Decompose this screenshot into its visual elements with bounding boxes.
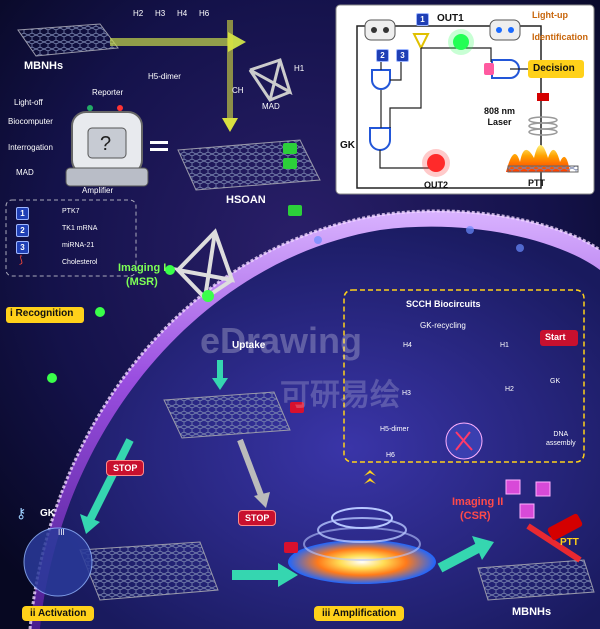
decision-label: Decision	[533, 63, 575, 74]
h1-main-label: H1	[500, 342, 509, 349]
cell-interior	[40, 226, 600, 629]
gk-recycling-label: GK-recycling	[420, 321, 466, 330]
robot-small-lit-icon	[489, 19, 521, 41]
out1-label: OUT1	[437, 13, 464, 24]
gk-label: GK	[340, 140, 355, 151]
middle-sheet	[163, 391, 291, 439]
h5-dimer-label: H5-dimer	[148, 72, 181, 81]
chevrons-icon	[364, 470, 376, 484]
hairpin-label-h4: H4	[177, 9, 188, 18]
legend-label-4: Cholesterol	[62, 259, 98, 266]
out1-bulb	[453, 34, 469, 50]
h4-label: H4	[403, 342, 412, 349]
dna-assembly-label: DNA assembly	[546, 431, 576, 447]
biocomputer-robot-icon: ?	[65, 105, 149, 187]
imaging1-label: Imaging I	[118, 262, 167, 274]
reporter-label: Reporter	[92, 88, 124, 97]
scch-box	[343, 289, 585, 463]
mad-small-label: MAD	[262, 102, 280, 111]
padlock-red-icon	[284, 402, 304, 553]
light-off-label: Light-off	[14, 98, 43, 107]
hairpin-label-h6: H6	[199, 9, 210, 18]
ptt-logic-label: PTT	[528, 178, 545, 188]
watermark-text: eDrawing	[200, 320, 363, 361]
gk-sphere	[23, 527, 93, 597]
legend-label-1: PTK7	[62, 208, 80, 215]
legend-badge-2: 2	[16, 224, 29, 237]
legend-box	[5, 199, 137, 277]
stop-badge-left: STOP	[106, 460, 145, 476]
interrogation-label: Interrogation	[8, 143, 53, 152]
amplification-pill: iii Amplification	[314, 606, 405, 621]
mbnhs-final-label: MBNHs	[512, 606, 552, 618]
msr-label: (MSR)	[126, 276, 158, 288]
fire-icon	[506, 145, 570, 172]
legend-badge-1: 1	[16, 207, 29, 220]
tetrahedron-icon	[248, 58, 293, 102]
input-badge-3: 3	[396, 49, 409, 62]
hairpin-label-h3: H3	[155, 9, 166, 18]
bottom-sheet	[79, 541, 219, 601]
imaging2-label: Imaging II	[452, 496, 504, 508]
h1-label: H1	[294, 64, 305, 73]
gk-small-label: GK	[550, 378, 561, 385]
ptt-main-label: PTT	[560, 537, 579, 548]
activation-pill: ii Activation	[22, 606, 95, 621]
stop-badge-right: STOP	[238, 510, 277, 526]
and-gate-1	[371, 69, 391, 90]
h5-dimer-main-label: H5-dimer	[380, 426, 409, 433]
svg-text:?: ?	[100, 133, 111, 155]
light-up-label: Light-up	[532, 10, 568, 20]
padlock-green-icon	[283, 143, 302, 216]
out2-bulb	[427, 154, 445, 172]
legend-label-2: TK1 mRNA	[62, 225, 98, 232]
hsoan-label: HSOAN	[226, 194, 266, 206]
h3-label: H3	[402, 390, 411, 397]
legend-badge-3: 3	[16, 241, 29, 254]
h2-label: H2	[505, 386, 514, 393]
laser-label: 808 nm Laser	[484, 106, 516, 127]
biocomputer-label: Biocomputer	[8, 117, 53, 126]
watermark-sub: 可研易绘	[280, 379, 400, 412]
mbnhs-label: MBNHs	[24, 60, 64, 72]
gk-key-label: GK	[40, 508, 55, 519]
mbnhs-sheet-1	[17, 23, 119, 57]
and-gate-3	[491, 59, 520, 79]
amplifier-label: Amplifier	[82, 186, 114, 195]
cholesterol-icon: ⟆	[19, 255, 23, 266]
and-gate-2	[369, 127, 391, 151]
recognition-pill: i Recognition	[10, 308, 74, 319]
legend-label-3: miRNA-21	[62, 242, 95, 249]
identification-label: Identification	[532, 32, 588, 42]
green-glow-dots	[47, 265, 214, 383]
robot-small-icon	[364, 19, 396, 41]
csr-label: (CSR)	[460, 510, 491, 522]
buffer-gate	[412, 33, 430, 51]
dna-cubes	[505, 479, 551, 519]
mbnhs-sheet-final	[477, 559, 595, 601]
key-icon: ⚷	[16, 505, 27, 521]
ch-label: CH	[232, 86, 244, 95]
mad-label: MAD	[16, 168, 34, 177]
input-badge-1: 1	[416, 13, 429, 26]
input-badge-2: 2	[376, 49, 389, 62]
roman-label: III	[58, 528, 65, 537]
hairpin-label-h2: H2	[133, 9, 144, 18]
uptake-label: Uptake	[232, 340, 266, 351]
h6-label: H6	[386, 452, 395, 459]
out2-label: OUT2	[424, 180, 449, 190]
laser-coil	[528, 116, 558, 136]
amplification-vortex	[288, 540, 436, 584]
start-label: Start	[545, 332, 566, 342]
scch-label: SCCH Biocircuits	[406, 299, 481, 309]
laser-button	[537, 93, 549, 101]
